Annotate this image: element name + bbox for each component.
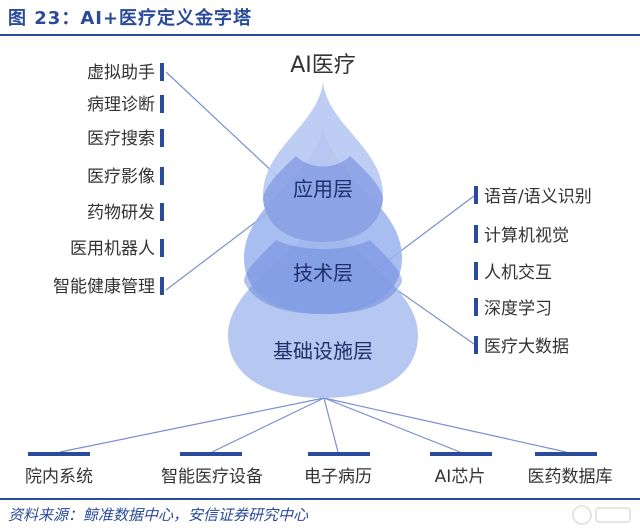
list-marker [160, 277, 164, 295]
layer-label-application: 应用层 [293, 177, 353, 201]
list-marker [474, 262, 478, 280]
list-marker [160, 239, 164, 257]
list-marker [160, 129, 164, 147]
list-marker [474, 186, 478, 204]
list-marker [430, 452, 492, 456]
list-item-bottom: 院内系统 [25, 467, 93, 487]
title-rule [0, 34, 640, 36]
list-marker [160, 203, 164, 221]
bottom-connector-3 [323, 397, 339, 453]
list-item-left: 医疗搜索 [87, 129, 155, 149]
bottom-connector-1 [59, 397, 325, 453]
list-marker [474, 225, 478, 243]
layer-label-technology: 技术层 [293, 261, 353, 285]
list-marker [28, 452, 90, 456]
list-marker [160, 167, 164, 185]
connector-lines [59, 71, 567, 453]
list-item-left: 药物研发 [87, 203, 155, 223]
infrastructure-items-list: 院内系统 智能医疗设备 电子病历 AI芯片 医药数据库 [25, 452, 613, 487]
list-marker [160, 95, 164, 113]
application-items-list: 虚拟助手 病理诊断 医疗搜索 医疗影像 药物研发 医用机器人 智能健康管理 [53, 63, 164, 297]
list-item-bottom: 智能医疗设备 [161, 467, 263, 487]
list-marker [474, 298, 478, 316]
overlap-shade-upper [263, 156, 383, 242]
list-item-bottom: 医药数据库 [528, 467, 613, 487]
list-marker [474, 336, 478, 354]
overlap-shade-lower [244, 240, 402, 314]
list-item-right: 计算机视觉 [484, 226, 569, 246]
watermark-logo [572, 505, 631, 525]
bottom-connector-5 [323, 397, 567, 453]
list-item-left: 医疗影像 [87, 167, 155, 187]
list-marker [180, 452, 242, 456]
technology-items-list: 语音/语义识别 计算机视觉 人机交互 深度学习 医疗大数据 [474, 186, 592, 357]
figure-title: 图 23：AI+医疗定义金字塔 [8, 8, 253, 29]
list-item-bottom: 电子病历 [304, 467, 372, 487]
list-marker [535, 452, 597, 456]
list-marker [160, 63, 164, 81]
apex-label: AI医疗 [290, 53, 356, 78]
list-marker [308, 452, 370, 456]
bottom-connector-4 [323, 397, 461, 453]
source-rule [0, 498, 640, 500]
list-item-bottom: AI芯片 [435, 467, 486, 487]
list-item-left: 病理诊断 [87, 95, 155, 115]
list-item-left: 虚拟助手 [87, 63, 155, 83]
source-note: 资料来源：鲸准数据中心，安信证券研究中心 [8, 506, 309, 524]
layer-label-infrastructure: 基础设施层 [273, 339, 373, 363]
list-item-right: 医疗大数据 [484, 337, 569, 357]
bottom-connector-2 [211, 397, 325, 453]
list-item-right: 语音/语义识别 [484, 187, 592, 207]
list-item-left: 智能健康管理 [53, 277, 155, 297]
list-item-right: 深度学习 [484, 299, 552, 319]
list-item-left: 医用机器人 [70, 239, 155, 259]
list-item-right: 人机交互 [484, 263, 552, 283]
